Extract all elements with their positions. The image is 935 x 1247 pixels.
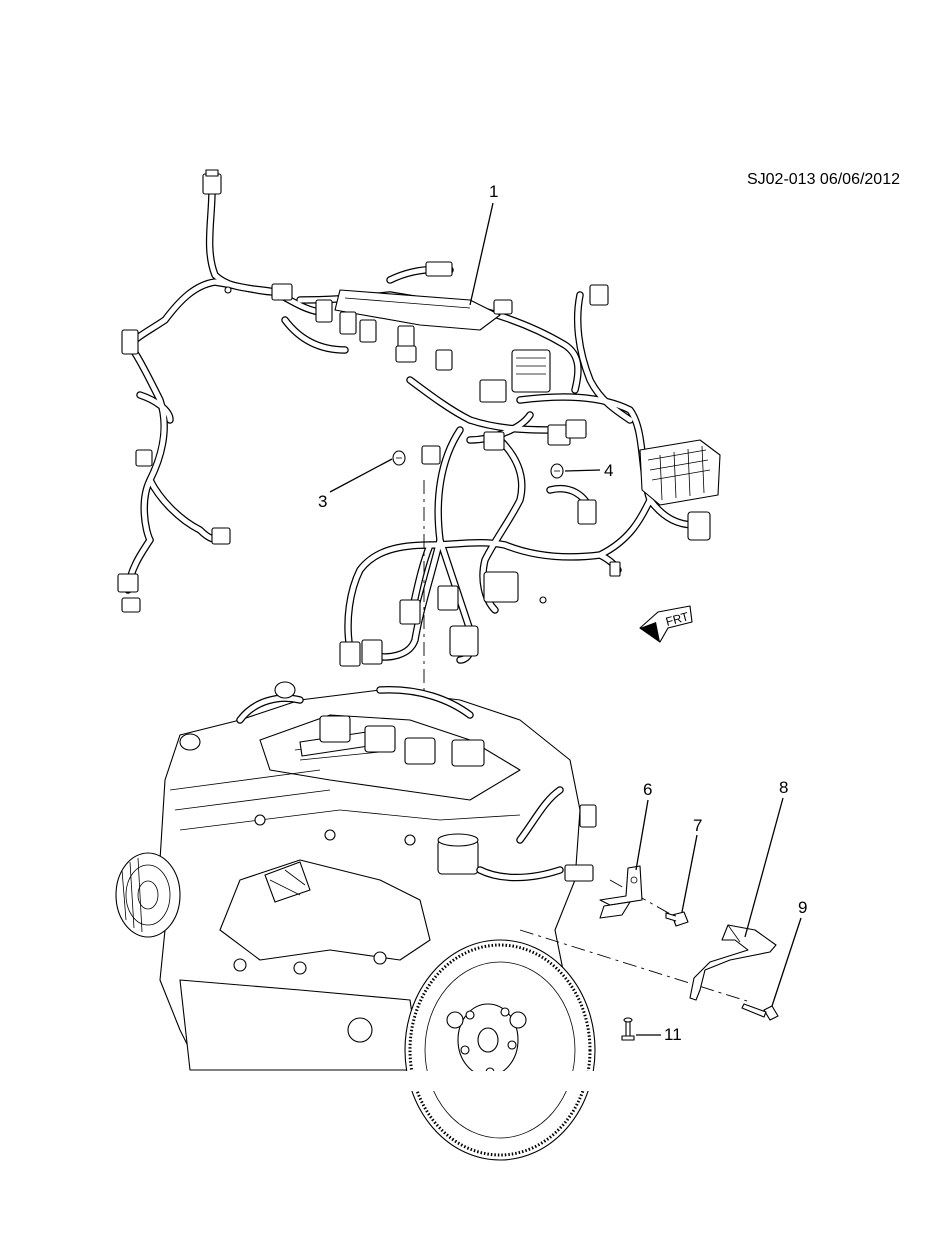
- harness-fastener-3: [392, 450, 406, 466]
- flexplate: [404, 939, 596, 1161]
- crank-pulley: [115, 852, 181, 938]
- callout-8: 8: [779, 778, 788, 797]
- callout-4: 4: [604, 461, 613, 480]
- diagram-code: SJ02-013 06/06/2012: [747, 171, 900, 188]
- bolt-11: [621, 1017, 635, 1041]
- leader-9: [771, 917, 802, 1007]
- callout-9: 9: [798, 898, 807, 917]
- harness-connectors: [117, 169, 721, 667]
- leader-6: [635, 799, 649, 871]
- harness-fastener-4: [550, 463, 564, 479]
- bolt-9: [741, 1003, 779, 1021]
- leader-1: [469, 202, 494, 306]
- leader-8: [744, 797, 784, 938]
- bracket-8: [689, 924, 777, 1001]
- callout-7: 7: [693, 816, 702, 835]
- bolt-7: [665, 911, 689, 927]
- front-direction-arrow: FRT: [639, 605, 693, 643]
- callout-3: 3: [318, 492, 327, 511]
- bracket-6: [599, 865, 643, 919]
- callout-1: 1: [489, 182, 498, 201]
- leader-3: [329, 458, 393, 493]
- front-arrow-label: FRT: [664, 609, 691, 629]
- callouts: 1 3 4 6 7 8 9 11: [318, 182, 807, 1044]
- callout-6: 6: [643, 780, 652, 799]
- callout-11: 11: [664, 1025, 682, 1044]
- leader-7: [681, 834, 698, 913]
- engine-assembly: [115, 681, 620, 1161]
- leader-4: [564, 469, 601, 472]
- wiring-harness: [117, 169, 721, 667]
